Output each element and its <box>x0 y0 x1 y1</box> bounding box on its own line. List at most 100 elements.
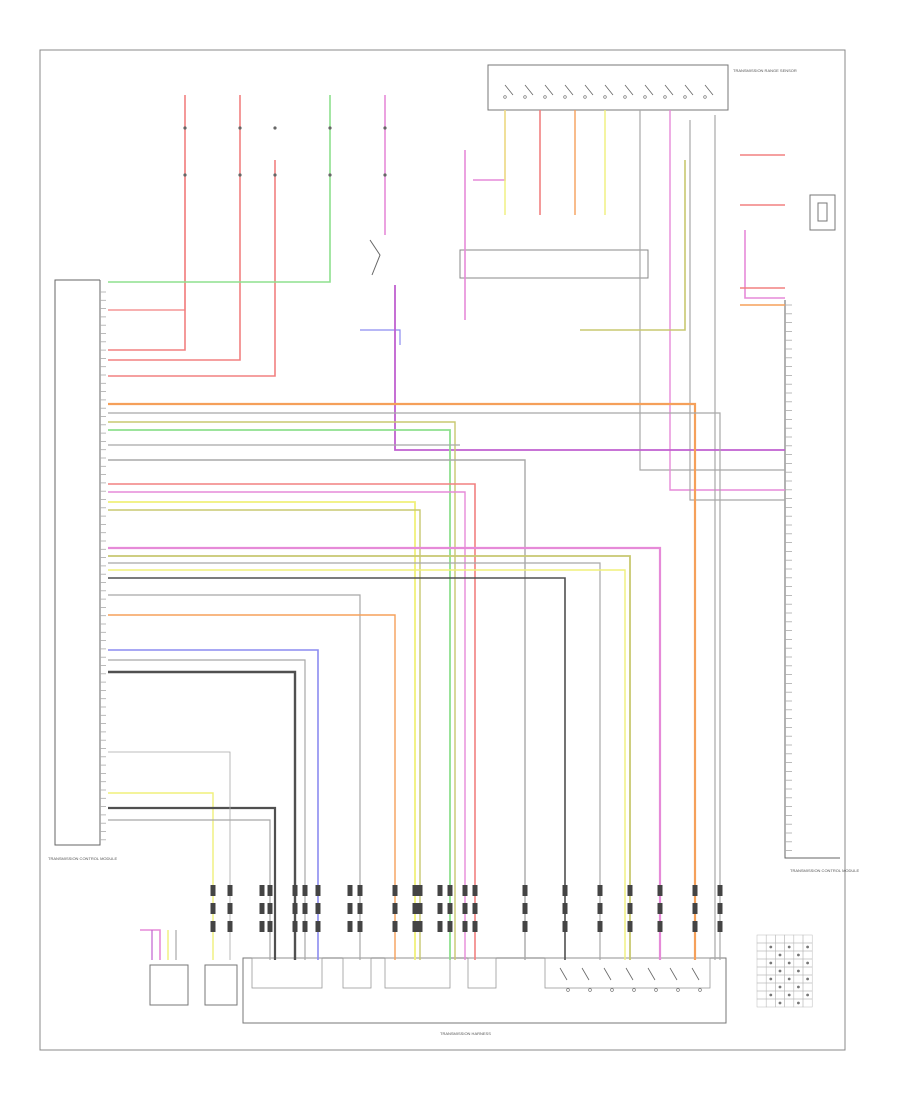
range-switch-contact <box>683 95 687 99</box>
connector-pin <box>347 885 353 896</box>
right-control-module: TRANSMISSION CONTROL MODULE <box>784 300 860 873</box>
range-switch <box>504 84 514 96</box>
wire <box>394 285 785 451</box>
range-table-dot <box>797 1001 800 1005</box>
harness-switch <box>559 967 568 981</box>
wire <box>108 594 361 960</box>
range-table-dot <box>769 945 773 949</box>
range-switch <box>624 84 634 96</box>
range-table-cell <box>775 934 785 944</box>
harness-switch <box>669 967 678 981</box>
connector-pin <box>447 903 453 914</box>
range-table-dot <box>778 985 782 989</box>
range-switch <box>704 84 714 96</box>
harness-switch-contact <box>588 988 592 992</box>
range-table-cell <box>756 982 767 992</box>
solenoid-block-center <box>204 964 238 1006</box>
connector-pin <box>210 885 216 896</box>
connector-pin <box>210 921 216 932</box>
connector-pin <box>692 885 698 896</box>
connector-pin <box>447 921 453 932</box>
splice-dot <box>273 173 277 177</box>
wire <box>108 562 601 960</box>
range-table-dot <box>806 961 809 965</box>
wire <box>669 110 785 491</box>
range-switch-contact <box>563 95 567 99</box>
connector-pin <box>597 903 603 914</box>
connector-pin <box>522 921 528 932</box>
range-table <box>756 934 813 1008</box>
wire <box>108 501 416 960</box>
wire <box>108 569 626 960</box>
connector-pin <box>417 921 423 932</box>
range-table-dot <box>769 977 773 981</box>
center-relay-box <box>369 239 649 279</box>
connector-pin <box>462 921 468 932</box>
range-table-dot <box>778 953 782 957</box>
connector-pin <box>597 921 603 932</box>
wire <box>744 230 785 299</box>
connector-pin <box>522 903 528 914</box>
connector-pin <box>417 903 423 914</box>
connector-pin <box>227 921 233 932</box>
connector-pin <box>562 921 568 932</box>
wire <box>580 160 686 331</box>
harness-switch-contact <box>654 988 658 992</box>
wire <box>108 577 566 960</box>
connector-pin <box>472 903 478 914</box>
connector-pin <box>462 903 468 914</box>
connector-pin <box>259 885 265 896</box>
connector-pin <box>315 921 321 932</box>
range-table-cell <box>756 998 767 1008</box>
connector-pin <box>347 903 353 914</box>
harness-caption: TRANSMISSION HARNESS <box>440 1031 491 1036</box>
wire <box>108 819 271 960</box>
harness-switch <box>691 967 700 981</box>
connector-pin <box>392 921 398 932</box>
connector-pin <box>447 885 453 896</box>
wire <box>108 412 721 960</box>
range-switch-contact <box>663 95 667 99</box>
range-table-cell <box>765 934 776 944</box>
connector-pin <box>412 903 418 914</box>
range-table-cell <box>775 942 785 952</box>
range-switch-contact <box>543 95 547 99</box>
splice-dot <box>273 126 277 130</box>
range-table-dot <box>787 993 791 997</box>
range-table-cell <box>784 966 795 976</box>
range-table-cell <box>756 950 767 960</box>
connector-pin <box>437 885 443 896</box>
connector-pin <box>259 921 265 932</box>
wire <box>360 329 401 345</box>
range-table-cell <box>775 974 785 984</box>
range-table-cell <box>756 974 767 984</box>
range-sensor-block: TRANSMISSION RANGE SENSOR <box>487 64 797 111</box>
wire <box>639 110 785 471</box>
wire <box>108 160 186 311</box>
transmission-harness: TRANSMISSION HARNESS <box>242 957 727 1036</box>
connector-pin <box>412 885 418 896</box>
connector-pin <box>302 903 308 914</box>
connector-pin <box>357 921 363 932</box>
connector-pin <box>267 921 273 932</box>
range-sensor-caption: TRANSMISSION RANGE SENSOR <box>733 68 797 73</box>
range-switch-contact <box>603 95 607 99</box>
splice-dot <box>183 173 187 177</box>
range-table-cell <box>784 934 795 944</box>
wire <box>108 555 631 960</box>
connector-pin <box>462 885 468 896</box>
wire <box>473 110 506 181</box>
range-switch-contact <box>703 95 707 99</box>
connector-pin <box>347 921 353 932</box>
range-table-dot <box>769 993 773 997</box>
range-table-cell <box>793 934 804 944</box>
wires <box>108 95 785 960</box>
wire <box>108 459 526 960</box>
connector-pin <box>292 921 298 932</box>
range-table-cell <box>802 982 813 992</box>
diagram-frame <box>39 49 846 1051</box>
wire <box>108 649 319 960</box>
wire <box>689 120 785 501</box>
range-switch <box>544 84 554 96</box>
